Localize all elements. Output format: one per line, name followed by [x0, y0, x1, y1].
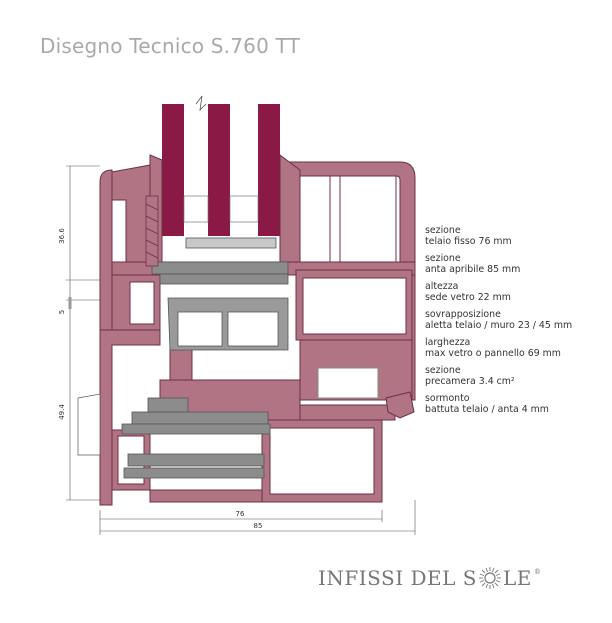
- dim-h-inner: 76: [236, 510, 245, 518]
- page-title: Disegno Tecnico S.760 TT: [40, 34, 301, 58]
- brand-logo: INFISSI DEL S LE ®: [318, 566, 541, 590]
- brand-text-start: INFISSI DEL S: [318, 566, 477, 590]
- sun-icon: [478, 567, 501, 589]
- vertical-dimensions: [66, 165, 100, 501]
- glass-bead-left: [145, 195, 159, 267]
- dim-v-lower: 49.4: [58, 404, 66, 420]
- horizontal-dimensions: [99, 500, 416, 535]
- glass-panes: [162, 95, 280, 236]
- brand-text-end: LE: [502, 566, 532, 590]
- dim-v-upper: 36.6: [58, 228, 66, 244]
- drip-cap: [77, 393, 101, 456]
- dim-h-outer: 85: [254, 522, 263, 530]
- dim-v-mid: 5: [58, 310, 66, 314]
- right-gasket-hook: [385, 391, 415, 419]
- dim-mid-marker: [68, 297, 72, 309]
- gaskets: [121, 237, 289, 479]
- registered-mark: ®: [533, 568, 542, 576]
